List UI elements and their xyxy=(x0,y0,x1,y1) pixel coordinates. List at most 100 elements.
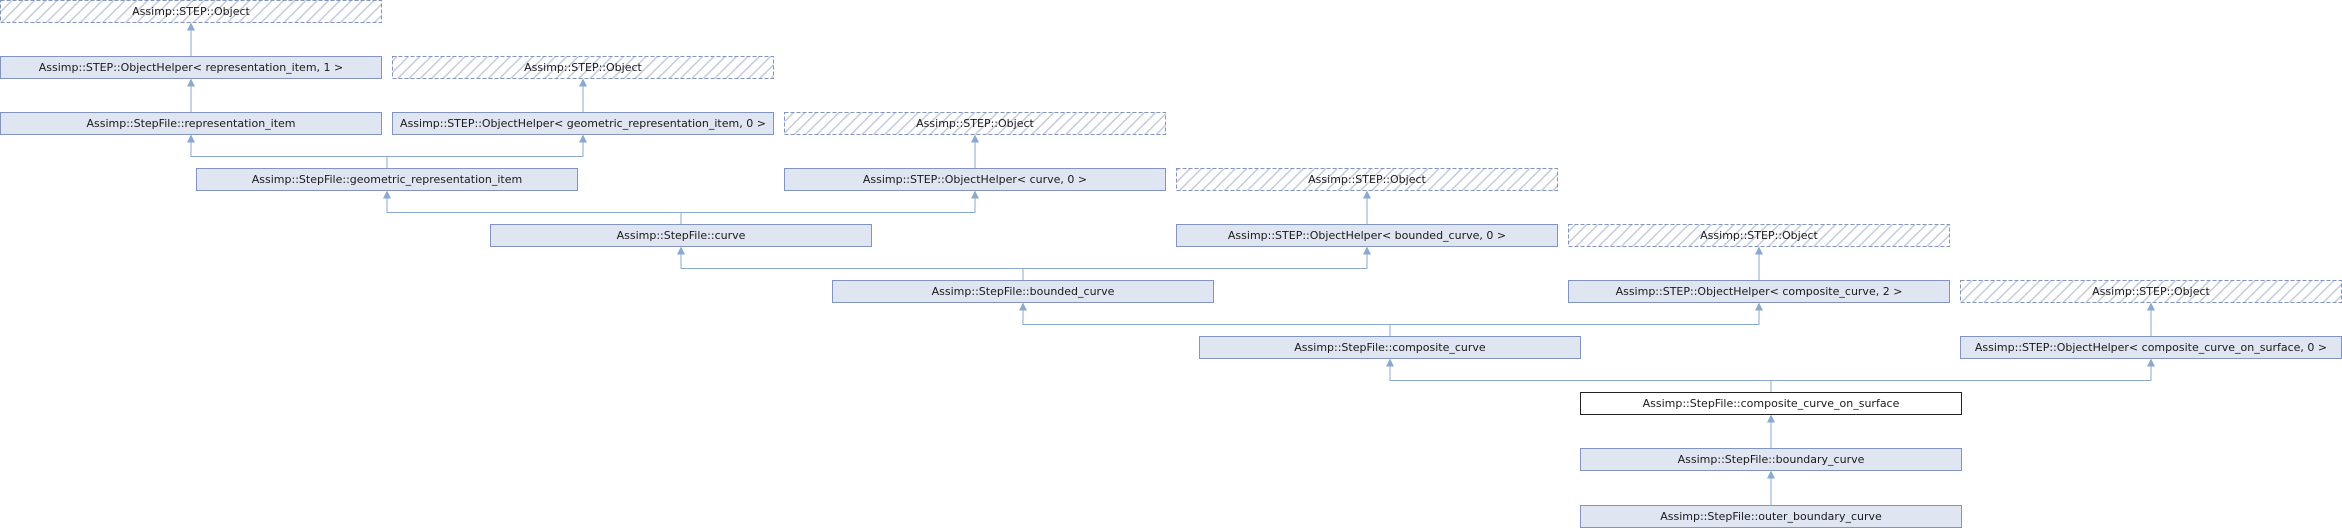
class-node-label: Assimp::STEP::ObjectHelper< bounded_curv… xyxy=(1228,229,1506,242)
arrowhead xyxy=(1767,470,1775,479)
class-node-label: Assimp::StepFile::composite_curve_on_sur… xyxy=(1643,397,1900,410)
inheritance-edge xyxy=(971,134,979,169)
arrowhead xyxy=(1019,302,1027,311)
class-node-cc[interactable]: Assimp::StepFile::composite_curve xyxy=(1199,336,1581,359)
class-node-label: Assimp::STEP::Object xyxy=(1700,229,1818,242)
class-node-oh-cc[interactable]: Assimp::STEP::ObjectHelper< composite_cu… xyxy=(1568,280,1950,303)
class-node-obj4[interactable]: Assimp::STEP::Object xyxy=(1176,168,1558,191)
inheritance-edge xyxy=(383,190,682,225)
arrowhead xyxy=(677,246,685,255)
inheritance-edge xyxy=(1022,246,1371,281)
class-node-obc[interactable]: Assimp::StepFile::outer_boundary_curve xyxy=(1580,505,1962,528)
inheritance-edge xyxy=(677,246,1024,281)
class-node-label: Assimp::STEP::Object xyxy=(1308,173,1426,186)
edge-line xyxy=(680,253,1024,281)
class-node-box xyxy=(1176,168,1558,191)
arrowhead xyxy=(579,78,587,87)
class-node-label: Assimp::STEP::ObjectHelper< composite_cu… xyxy=(1616,285,1903,298)
edge-line xyxy=(190,141,388,169)
edge-line xyxy=(1389,309,1760,337)
class-node-label: Assimp::STEP::ObjectHelper< curve, 0 > xyxy=(863,173,1087,186)
edges xyxy=(187,22,2155,506)
class-node-box xyxy=(1176,224,1558,247)
inheritance-edge xyxy=(386,134,587,169)
edge-line xyxy=(1389,365,1772,393)
class-node-box xyxy=(1580,392,1962,415)
inheritance-edge xyxy=(1767,414,1775,449)
class-node-label: Assimp::STEP::ObjectHelper< composite_cu… xyxy=(1975,341,2327,354)
arrowhead xyxy=(971,134,979,143)
class-node-box xyxy=(784,112,1166,135)
inheritance-edge xyxy=(579,78,587,113)
class-node-box xyxy=(0,112,382,135)
class-node-box xyxy=(392,56,774,79)
class-node-box xyxy=(1568,224,1950,247)
class-node-label: Assimp::STEP::Object xyxy=(524,61,642,74)
class-node-label: Assimp::STEP::Object xyxy=(2092,285,2210,298)
class-node-ccos: Assimp::StepFile::composite_curve_on_sur… xyxy=(1580,392,1962,415)
edge-line xyxy=(1022,309,1391,337)
class-node-obj5[interactable]: Assimp::STEP::Object xyxy=(1568,224,1950,247)
class-node-box xyxy=(0,0,382,23)
class-node-label: Assimp::StepFile::boundary_curve xyxy=(1678,453,1865,466)
arrowhead xyxy=(187,78,195,87)
arrowhead xyxy=(187,22,195,31)
inheritance-edge xyxy=(1767,470,1775,506)
class-node-bdc[interactable]: Assimp::StepFile::boundary_curve xyxy=(1580,448,1962,471)
arrowhead xyxy=(1363,246,1371,255)
inheritance-edge xyxy=(187,134,388,169)
arrowhead xyxy=(1386,358,1394,367)
arrowhead xyxy=(1755,246,1763,255)
inheritance-edge xyxy=(1389,302,1763,337)
inheritance-edge xyxy=(1770,358,2155,393)
class-node-oh-ccos[interactable]: Assimp::STEP::ObjectHelper< composite_cu… xyxy=(1960,336,2342,359)
class-node-label: Assimp::STEP::ObjectHelper< representati… xyxy=(39,61,344,74)
class-node-label: Assimp::StepFile::geometric_representati… xyxy=(252,173,522,186)
arrowhead xyxy=(2147,358,2155,367)
inheritance-edge xyxy=(680,190,979,225)
class-node-obj3[interactable]: Assimp::STEP::Object xyxy=(784,112,1166,135)
class-node-obj6[interactable]: Assimp::STEP::Object xyxy=(1960,280,2342,303)
class-node-oh-ri[interactable]: Assimp::STEP::ObjectHelper< representati… xyxy=(0,56,382,79)
inheritance-edge xyxy=(187,22,195,57)
arrowhead xyxy=(1767,414,1775,423)
class-node-label: Assimp::STEP::ObjectHelper< geometric_re… xyxy=(400,117,766,130)
inheritance-edge xyxy=(1386,358,1772,393)
inheritance-edge xyxy=(1363,190,1371,225)
class-node-oh-gri[interactable]: Assimp::STEP::ObjectHelper< geometric_re… xyxy=(392,112,774,135)
class-node-label: Assimp::StepFile::representation_item xyxy=(86,117,295,130)
class-node-box xyxy=(1199,336,1581,359)
inheritance-edge xyxy=(1755,246,1763,281)
arrowhead xyxy=(1755,302,1763,311)
edge-line xyxy=(1770,365,2152,393)
class-node-obj2[interactable]: Assimp::STEP::Object xyxy=(392,56,774,79)
arrowhead xyxy=(1363,190,1371,199)
class-node-box xyxy=(392,112,774,135)
class-node-label: Assimp::STEP::Object xyxy=(132,5,250,18)
class-node-oh-curve[interactable]: Assimp::STEP::ObjectHelper< curve, 0 > xyxy=(784,168,1166,191)
arrowhead xyxy=(2147,302,2155,311)
class-node-obj1[interactable]: Assimp::STEP::Object xyxy=(0,0,382,23)
inheritance-edge xyxy=(2147,302,2155,337)
class-node-box xyxy=(196,168,578,191)
class-node-box xyxy=(784,168,1166,191)
arrowhead xyxy=(579,134,587,143)
class-node-label: Assimp::StepFile::composite_curve xyxy=(1294,341,1486,354)
class-node-box xyxy=(1580,448,1962,471)
class-node-gri[interactable]: Assimp::StepFile::geometric_representati… xyxy=(196,168,578,191)
class-node-box xyxy=(490,224,872,247)
class-node-oh-bc[interactable]: Assimp::STEP::ObjectHelper< bounded_curv… xyxy=(1176,224,1558,247)
class-node-box xyxy=(1568,280,1950,303)
class-node-label: Assimp::StepFile::outer_boundary_curve xyxy=(1660,510,1882,523)
arrowhead xyxy=(187,134,195,143)
inheritance-edge xyxy=(1019,302,1391,337)
class-node-label: Assimp::STEP::Object xyxy=(916,117,1034,130)
class-node-box xyxy=(832,280,1214,303)
edge-line xyxy=(386,197,682,225)
class-node-curve[interactable]: Assimp::StepFile::curve xyxy=(490,224,872,247)
edge-line xyxy=(680,197,976,225)
class-node-bc[interactable]: Assimp::StepFile::bounded_curve xyxy=(832,280,1214,303)
class-node-ri[interactable]: Assimp::StepFile::representation_item xyxy=(0,112,382,135)
